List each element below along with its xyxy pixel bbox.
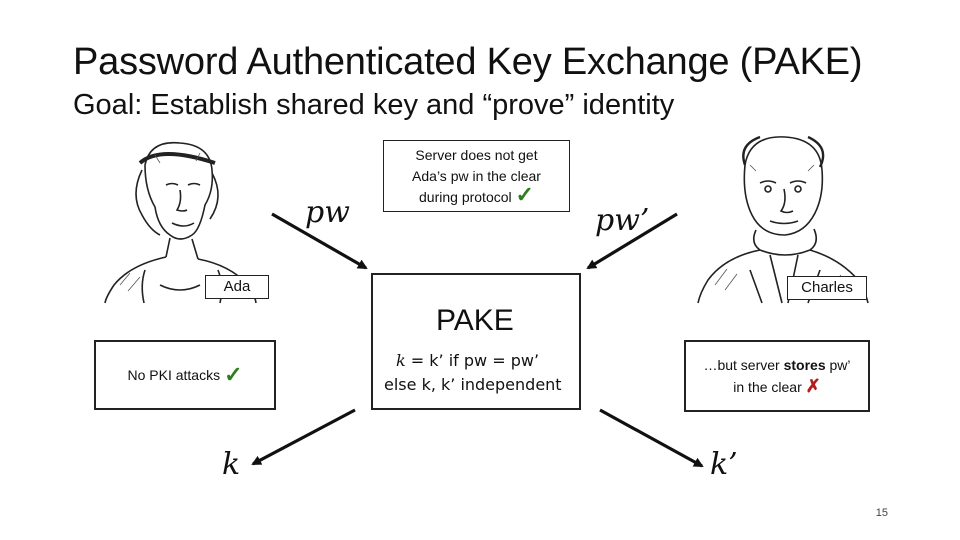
ada-name-label: Ada — [205, 275, 269, 299]
charles-name-label: Charles — [787, 276, 867, 300]
stores-note-line-1: …but server stores pw’ — [703, 356, 851, 373]
formula-condition: = k’ if pw = pw’ — [410, 351, 540, 370]
charles-password-label: pw’ — [595, 203, 650, 238]
pki-note-box: No PKI attacks ✓ — [94, 340, 276, 410]
formula-independent: k, k’ independent — [421, 375, 562, 394]
formula-else: else — [384, 375, 417, 394]
check-icon: ✓ — [224, 362, 243, 387]
arrow-charles-to-pake — [586, 212, 678, 270]
pake-box — [371, 273, 581, 410]
pake-label: PAKE — [436, 304, 514, 337]
formula-k: k — [396, 351, 406, 370]
page-number: 15 — [875, 507, 888, 519]
server-note-line-3: during protocol — [419, 188, 512, 205]
arrow-pake-to-kprime — [599, 408, 704, 468]
arrow-ada-to-pake — [271, 212, 368, 270]
server-note-line-2: Ada’s pw in the clear — [412, 167, 541, 184]
server-note-box: Server does not get Ada’s pw in the clea… — [383, 140, 570, 212]
stores-note-line-2: in the clear — [733, 378, 802, 395]
pake-formula-line-1: k = k’ if pw = pw’ — [396, 351, 539, 370]
check-icon: ✓ — [515, 181, 534, 207]
slide-title: Password Authenticated Key Exchange (PAK… — [73, 41, 863, 83]
stores-emphasis: stores — [783, 356, 826, 373]
cross-icon: ✗ — [805, 375, 821, 396]
slide-subtitle: Goal: Establish shared key and “prove” i… — [73, 89, 675, 121]
ada-key-label: k — [222, 447, 241, 482]
pake-formula-line-2: else k, k’ independent — [384, 375, 562, 394]
arrow-pake-to-k — [251, 408, 356, 466]
pki-note-text: No PKI attacks — [127, 366, 221, 383]
charles-key-label: k’ — [710, 447, 738, 482]
stores-note-box: …but server stores pw’ in the clear ✗ — [684, 340, 870, 412]
server-note-line-1: Server does not get — [415, 146, 538, 163]
ada-password-label: pw — [305, 195, 350, 230]
